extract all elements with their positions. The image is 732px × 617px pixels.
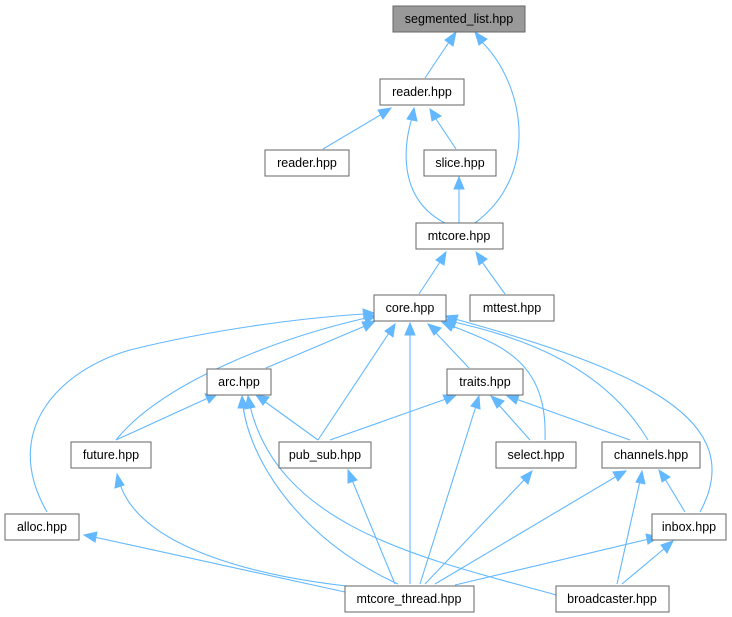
- edge-mtcore-to-segmented-list: [474, 30, 520, 224]
- edge-pub-sub-to-core: [317, 322, 396, 441]
- edges: [29, 30, 713, 597]
- edge-pub-sub-to-arc: [254, 394, 319, 441]
- node-future[interactable]: future.hpp: [70, 441, 152, 469]
- edge-alloc-to-core: [29, 308, 376, 513]
- edge-mtcore-thread-to-select: [424, 469, 533, 585]
- node-label: reader.hpp: [392, 85, 452, 99]
- edge-reader-left-to-reader: [322, 107, 393, 150]
- edge-inbox-to-channels: [658, 468, 686, 513]
- edge-mtcore-thread-to-channels: [434, 470, 628, 585]
- node-label: mtcore_thread.hpp: [357, 592, 462, 606]
- node-label: pub_sub.hpp: [289, 448, 361, 462]
- edge-arc-to-core: [265, 320, 377, 369]
- node-segmented-list[interactable]: segmented_list.hpp: [392, 5, 526, 33]
- edge-mtcore-thread-to-alloc: [82, 531, 346, 593]
- node-broadcaster[interactable]: broadcaster.hpp: [555, 585, 670, 613]
- node-label: select.hpp: [508, 448, 565, 462]
- node-label: future.hpp: [83, 448, 139, 462]
- edge-mtcore-thread-to-inbox: [454, 533, 661, 586]
- edge-reader-to-segmented-list: [424, 30, 457, 79]
- node-alloc[interactable]: alloc.hpp: [4, 513, 80, 541]
- nodes: segmented_list.hpp reader.hpp reader.hpp…: [4, 5, 727, 613]
- node-slice[interactable]: slice.hpp: [423, 149, 497, 177]
- node-traits[interactable]: traits.hpp: [446, 368, 524, 396]
- edge-mtcore-thread-to-pub-sub: [347, 468, 396, 585]
- node-label: slice.hpp: [435, 156, 484, 170]
- node-label: broadcaster.hpp: [567, 592, 657, 606]
- node-channels[interactable]: channels.hpp: [601, 441, 701, 469]
- node-label: channels.hpp: [614, 448, 688, 462]
- node-label: arc.hpp: [218, 375, 260, 389]
- edge-mtcore-thread-to-future: [114, 472, 391, 591]
- node-label: alloc.hpp: [17, 520, 67, 534]
- edge-inbox-to-core: [443, 314, 713, 513]
- edge-future-to-arc: [115, 392, 220, 441]
- edge-core-to-mtcore: [418, 250, 447, 295]
- node-reader-left[interactable]: reader.hpp: [264, 149, 350, 177]
- node-label: inbox.hpp: [662, 520, 716, 534]
- node-inbox[interactable]: inbox.hpp: [651, 513, 727, 541]
- node-mttest[interactable]: mttest.hpp: [469, 294, 555, 322]
- node-select[interactable]: select.hpp: [495, 441, 577, 469]
- node-label: mttest.hpp: [483, 301, 541, 315]
- node-mtcore[interactable]: mtcore.hpp: [415, 222, 504, 250]
- node-reader-main[interactable]: reader.hpp: [379, 78, 465, 106]
- edge-mttest-to-mtcore: [475, 250, 506, 295]
- node-label: segmented_list.hpp: [405, 12, 513, 26]
- node-label: core.hpp: [386, 301, 435, 315]
- node-pub-sub[interactable]: pub_sub.hpp: [278, 441, 372, 469]
- edge-traits-to-core: [426, 323, 470, 369]
- edge-broadcaster-to-channels: [616, 469, 646, 585]
- edge-slice-to-reader: [429, 107, 457, 150]
- edge-mtcore-thread-to-core: [404, 321, 416, 584]
- node-label: traits.hpp: [459, 375, 510, 389]
- edge-select-to-traits: [489, 395, 531, 441]
- edge-broadcaster-to-arc: [244, 394, 561, 597]
- node-mtcore-thread[interactable]: mtcore_thread.hpp: [344, 585, 475, 613]
- node-label: mtcore.hpp: [428, 229, 491, 243]
- edge-pub-sub-to-traits: [329, 394, 458, 441]
- node-core[interactable]: core.hpp: [373, 294, 447, 322]
- edge-broadcaster-to-inbox: [621, 540, 674, 585]
- edge-mtcore-thread-to-traits: [419, 394, 481, 585]
- edge-mtcore-to-reader: [405, 106, 446, 224]
- edge-mtcore-to-slice: [453, 175, 465, 223]
- node-label: reader.hpp: [277, 156, 337, 170]
- node-arc[interactable]: arc.hpp: [206, 368, 272, 396]
